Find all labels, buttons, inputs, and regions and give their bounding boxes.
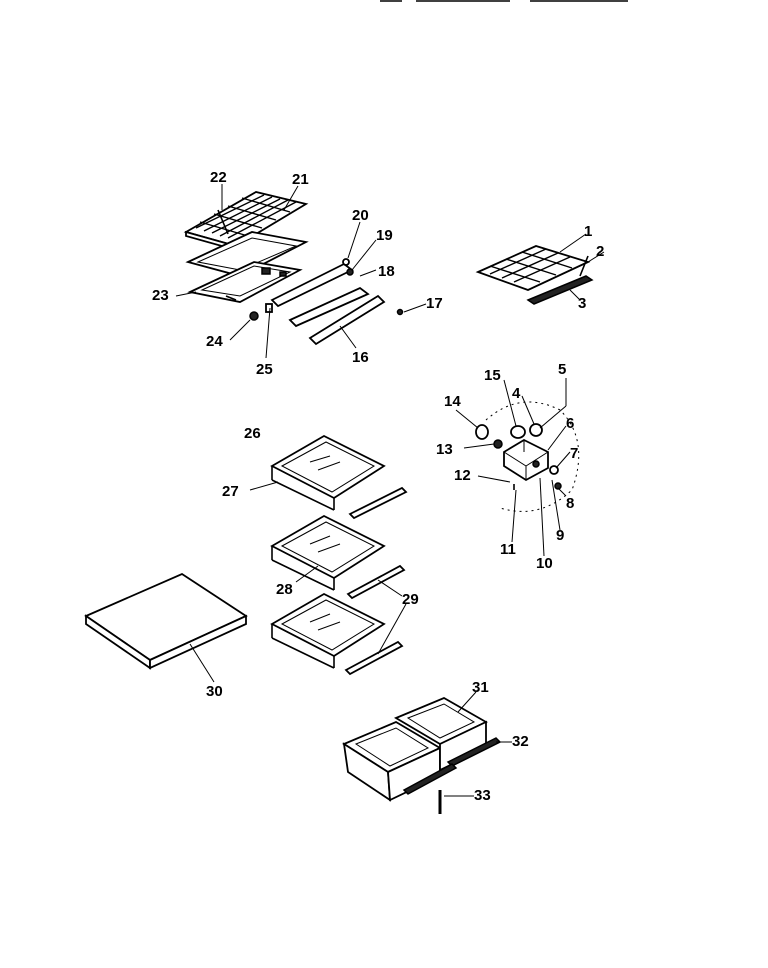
upper-wire-shelf-part-21-22	[183, 191, 309, 252]
label-11: 11	[500, 541, 516, 558]
part-13-socket	[493, 439, 503, 449]
label-9: 9	[556, 527, 564, 544]
drawer-slide	[402, 763, 458, 795]
shelf-rail-part-16	[308, 294, 386, 346]
crisper-cover-part-30	[84, 572, 248, 670]
label-30: 30	[206, 683, 223, 700]
part-25-clip	[265, 303, 273, 313]
part-19-screw	[346, 268, 354, 276]
label-14: 14	[444, 393, 461, 410]
label-4: 4	[512, 385, 521, 402]
label-27: 27	[222, 483, 239, 500]
assembly-outline	[485, 401, 580, 512]
label-33: 33	[474, 787, 491, 804]
label-25: 25	[256, 361, 273, 378]
label-19: 19	[376, 227, 393, 244]
label-3: 3	[578, 295, 586, 312]
label-1: 1	[584, 223, 592, 240]
shelf-rail-part-29-a	[346, 564, 406, 600]
shelf-rail-part-16-upper	[288, 286, 370, 328]
shelf-base-part-23	[187, 261, 303, 303]
label-10: 10	[536, 555, 553, 572]
label-32: 32	[512, 733, 529, 750]
part-4-knob	[529, 423, 543, 437]
glass-shelf-lower	[270, 592, 386, 669]
part-labels: 22 21 23 24 25 20 19 18 17 16 1 2 3 5 15…	[152, 169, 604, 804]
label-6: 6	[566, 415, 574, 432]
part-3-trim	[526, 275, 594, 305]
part-14-bulb	[475, 424, 489, 440]
label-5: 5	[558, 361, 566, 378]
label-26: 26	[244, 425, 261, 442]
label-7: 7	[570, 445, 578, 462]
crisper-drawer-part-31	[393, 696, 488, 772]
part-24-bumper	[249, 311, 259, 321]
glass-shelf-part-28	[270, 514, 386, 591]
part-20-cap	[342, 258, 350, 266]
glass-shelf-part-27	[270, 434, 386, 511]
part-15-knob	[510, 425, 526, 439]
label-12: 12	[454, 467, 471, 484]
label-16: 16	[352, 349, 369, 366]
label-31: 31	[472, 679, 489, 696]
label-22: 22	[210, 169, 227, 186]
label-23: 23	[152, 287, 169, 304]
shelf-rail-top	[348, 486, 408, 520]
label-13: 13	[436, 441, 453, 458]
shelf-rail-part-29-b	[344, 640, 404, 676]
label-8: 8	[566, 495, 574, 512]
control-housing-part-10	[503, 438, 549, 482]
shelf-frame	[185, 231, 309, 277]
label-15: 15	[484, 367, 501, 384]
label-28: 28	[276, 581, 293, 598]
label-17: 17	[426, 295, 443, 312]
label-20: 20	[352, 207, 369, 224]
part-8-screw	[554, 482, 562, 490]
part-17-screw	[396, 308, 404, 316]
leader-lines	[175, 184, 605, 797]
part-2-clip	[579, 255, 589, 277]
label-18: 18	[378, 263, 395, 280]
label-2: 2	[596, 243, 604, 260]
label-29: 29	[402, 591, 419, 608]
label-21: 21	[292, 171, 309, 188]
label-24: 24	[206, 333, 223, 350]
